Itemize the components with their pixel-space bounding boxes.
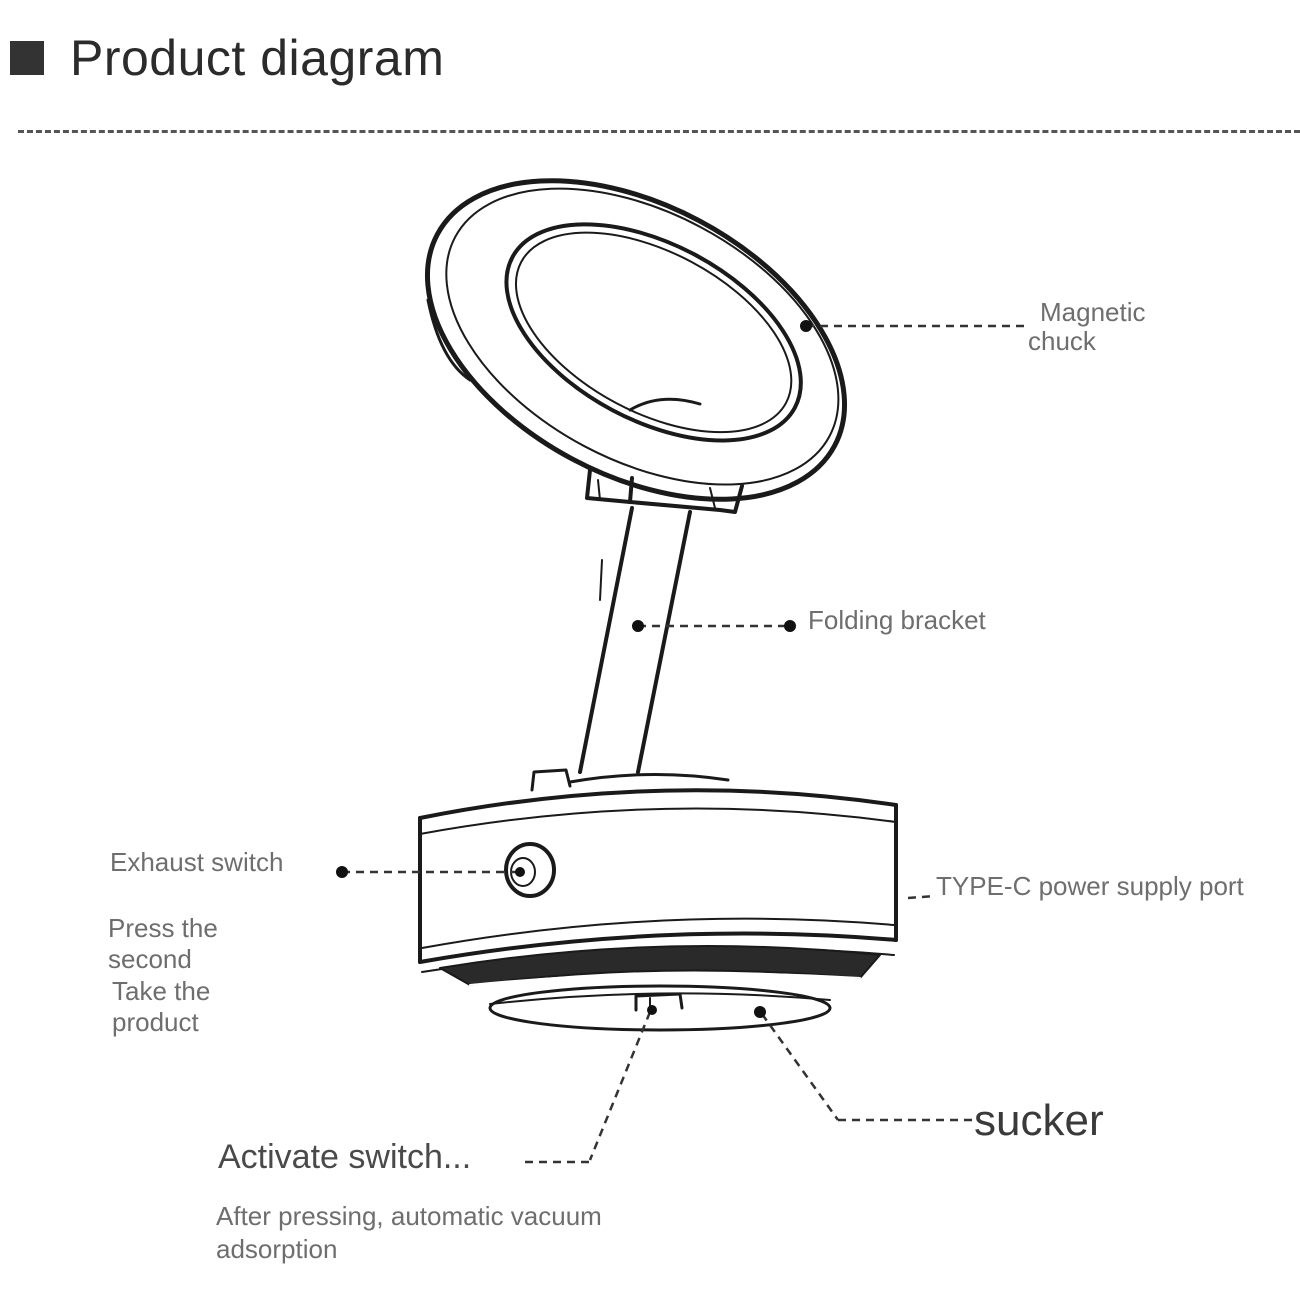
label-press-line4: product <box>112 1007 199 1037</box>
label-type-c-port: TYPE-C power supply port <box>936 871 1244 901</box>
label-press-line1: Press the <box>108 913 218 943</box>
dashed-divider <box>18 130 1300 133</box>
label-after-pressing-line1: After pressing, automatic vacuum <box>216 1201 602 1231</box>
magnetic-chuck-ring <box>424 178 848 502</box>
page-title: Product diagram <box>70 30 445 86</box>
label-exhaust-switch: Exhaust switch <box>110 847 284 877</box>
label-sucker: sucker <box>974 1096 1104 1145</box>
label-after-pressing-line2: adsorption <box>216 1234 338 1264</box>
label-press-line2: second <box>108 944 192 974</box>
label-activate-switch: Activate switch... <box>218 1138 472 1176</box>
label-magnetic-chuck-line2: chuck <box>1028 326 1096 356</box>
label-magnetic-chuck-line1: Magnetic <box>1040 297 1146 327</box>
section-header: Product diagram <box>10 28 444 88</box>
header-square-icon <box>10 41 44 75</box>
label-folding-bracket: Folding bracket <box>808 605 986 635</box>
label-press-line3: Take the <box>112 976 211 1006</box>
